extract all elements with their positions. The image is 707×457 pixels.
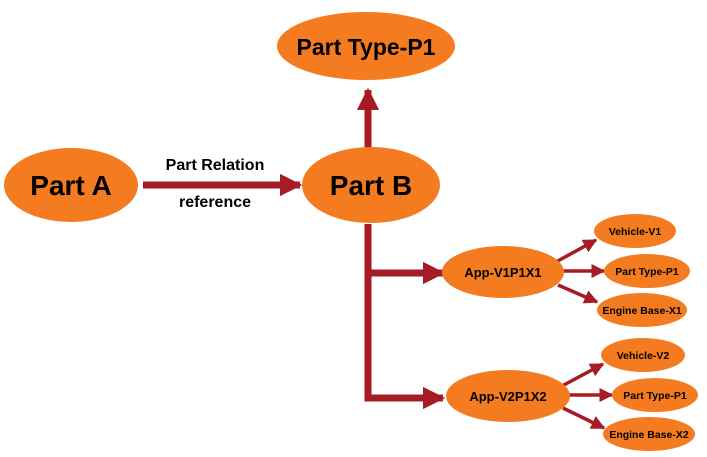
node-app-v2p1x2[interactable]: App-V2P1X2 <box>446 370 570 422</box>
edge-app-v1-to-vehicle-v1 <box>555 238 598 264</box>
node-vehicle-v1[interactable]: Vehicle-V1 <box>594 214 676 248</box>
node-part-a-label: Part A <box>30 170 111 201</box>
edge-app-v1-to-engine-base-x1 <box>557 283 599 304</box>
node-part-type-p1-b[interactable]: Part Type-P1 <box>612 378 698 412</box>
edges <box>143 87 614 430</box>
edge-label-reference: reference <box>179 194 251 211</box>
node-part-a[interactable]: Part A <box>4 148 138 222</box>
edge-app-v2-to-vehicle-v2 <box>561 362 605 388</box>
node-part-type-p1-b-label: Part Type-P1 <box>623 390 687 402</box>
edge-label-part-relation: Part Relation <box>166 157 265 174</box>
node-engine-base-x2-label: Engine Base-X2 <box>609 429 689 441</box>
nodes: Part Type-P1 Part A Part B App-V1P1X1 Ve… <box>4 12 698 451</box>
node-vehicle-v2[interactable]: Vehicle-V2 <box>601 338 685 372</box>
node-vehicle-v1-label: Vehicle-V1 <box>609 226 662 238</box>
node-engine-base-x2[interactable]: Engine Base-X2 <box>603 417 695 451</box>
node-part-b-label: Part B <box>330 170 412 201</box>
node-app-v2p1x2-label: App-V2P1X2 <box>469 389 546 404</box>
edge-part-b-trunk <box>364 224 446 410</box>
node-engine-base-x1[interactable]: Engine Base-X1 <box>597 293 687 327</box>
node-part-type-p1-top[interactable]: Part Type-P1 <box>277 12 455 80</box>
node-part-type-p1-a[interactable]: Part Type-P1 <box>604 254 690 288</box>
node-vehicle-v2-label: Vehicle-V2 <box>617 350 670 362</box>
node-app-v1p1x1[interactable]: App-V1P1X1 <box>442 246 564 298</box>
node-engine-base-x1-label: Engine Base-X1 <box>602 305 682 317</box>
node-part-type-p1-a-label: Part Type-P1 <box>615 266 679 278</box>
node-part-b[interactable]: Part B <box>302 147 440 223</box>
edge-app-v2-to-engine-base-x2 <box>562 406 606 430</box>
node-app-v1p1x1-label: App-V1P1X1 <box>464 265 541 280</box>
node-part-type-p1-top-label: Part Type-P1 <box>297 34 436 60</box>
